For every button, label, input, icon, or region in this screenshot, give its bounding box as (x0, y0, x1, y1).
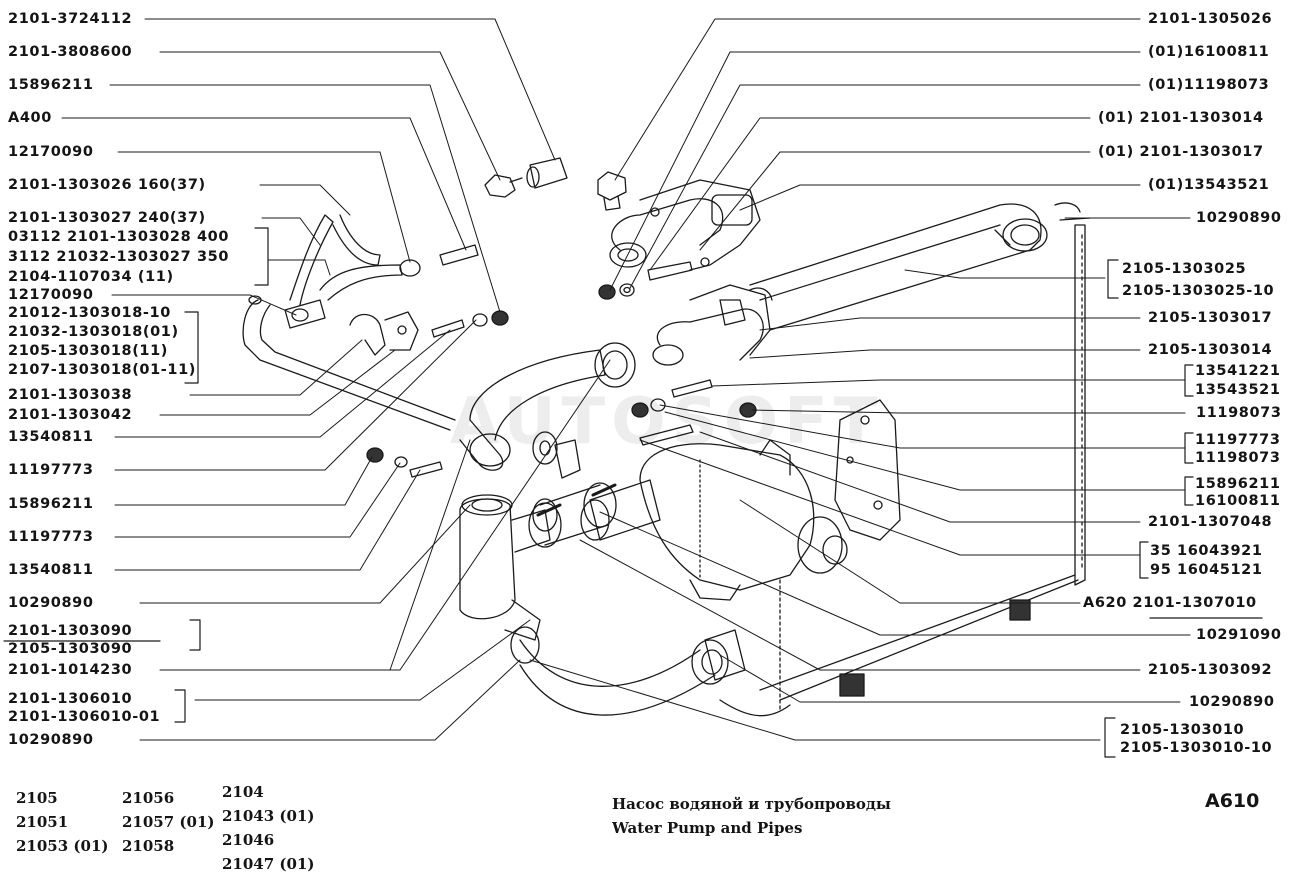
part-label-left: 2101-1303090 (8, 623, 133, 639)
caption-ru: Насос водяной и трубопроводы (612, 795, 891, 813)
part-label-right: 11198073 (1195, 450, 1281, 466)
bolt-upper (597, 171, 627, 211)
part-label-left: 2101-3724112 (8, 11, 133, 27)
part-label-left: 2101-1306010 (8, 691, 133, 707)
left-leader-lines (61, 18, 611, 741)
part-label-right: 2105-1303014 (1148, 342, 1273, 358)
part-label-left: 2105-1303018(11) (8, 343, 169, 359)
part-label-left: 2104-1107034 (11) (8, 269, 174, 285)
thermostat (459, 494, 558, 641)
caption-en: Water Pump and Pipes (612, 819, 803, 837)
model-col2-1: 21057 (01) (122, 813, 215, 831)
part-label-right: 95 16045121 (1150, 562, 1263, 578)
label-brackets (3, 227, 1263, 758)
part-label-right: 2101-1305026 (1148, 11, 1273, 27)
part-label-left: 13540811 (8, 429, 94, 445)
part-label-left: 21012-1303018-10 (8, 305, 171, 321)
part-label-left: 12170090 (8, 144, 94, 160)
part-label-right: 2101-1307048 (1148, 514, 1273, 530)
part-label-right: (01) 2101-1303017 (1098, 144, 1264, 160)
right-leader-lines (529, 18, 1191, 741)
pump-inlet-hoses (528, 482, 617, 548)
model-col3-0: 2104 (222, 783, 264, 801)
part-label-right: 13543521 (1195, 382, 1281, 398)
part-label-left: 15896211 (8, 77, 94, 93)
part-label-right: 2105-1303010 (1120, 722, 1245, 738)
part-label-right: 10290890 (1196, 210, 1282, 226)
part-label-right: 2105-1303092 (1148, 662, 1273, 678)
part-label-right: 2105-1303025-10 (1122, 283, 1275, 299)
part-label-left: 10290890 (8, 595, 94, 611)
part-label-right: 2105-1303025 (1122, 261, 1247, 277)
model-col1-2: 21053 (01) (16, 837, 109, 855)
model-col2-0: 21056 (122, 789, 175, 807)
studs (409, 244, 713, 478)
heater-tube (242, 295, 456, 431)
part-label-left: 2101-1014230 (8, 662, 133, 678)
part-label-right: (01)11198073 (1148, 77, 1270, 93)
model-col1-0: 2105 (16, 789, 58, 807)
part-label-right: 15896211 (1195, 476, 1281, 492)
page-code: A610 (1205, 790, 1260, 812)
part-label-right: 10291090 (1196, 627, 1282, 643)
part-label-left: 2107-1303018(01-11) (8, 362, 197, 378)
part-label-left: 2101-1303026 160(37) (8, 177, 206, 193)
engine-block-outline (759, 202, 1091, 711)
part-label-left: 03112 2101-1303028 400 (8, 229, 230, 245)
water-pump-body (580, 439, 848, 601)
lower-hose (510, 626, 791, 717)
model-col1-1: 21051 (16, 813, 69, 831)
part-label-right: 2105-1303017 (1148, 310, 1273, 326)
thermostat-housing-mid (652, 284, 773, 366)
part-label-left: 2101-1303027 240(37) (8, 210, 206, 226)
part-label-right: 13541221 (1195, 363, 1281, 379)
part-label-right: 11197773 (1195, 432, 1281, 448)
part-label-left: 12170090 (8, 287, 94, 303)
part-label-left: 2101-1303038 (8, 387, 133, 403)
part-label-right: 2105-1303010-10 (1120, 740, 1273, 756)
part-label-right: (01) 2101-1303014 (1098, 110, 1264, 126)
part-label-left: 15896211 (8, 496, 94, 512)
part-label-right: 10290890 (1189, 694, 1275, 710)
washers-upper-left (598, 283, 635, 300)
part-label-right: (01)16100811 (1148, 44, 1270, 60)
part-label-left: 11197773 (8, 462, 94, 478)
model-col3-3: 21047 (01) (222, 855, 315, 873)
part-label-right: 35 16043921 (1150, 543, 1263, 559)
watermark: AUTOSOFT (450, 385, 884, 459)
part-label-left: 3112 21032-1303027 350 (8, 249, 230, 265)
part-label-left: 21032-1303018(01) (8, 324, 179, 340)
part-label-left: 10290890 (8, 732, 94, 748)
part-label-left: A400 (8, 110, 52, 126)
part-label-right: (01)13543521 (1148, 177, 1270, 193)
upper-pipe (749, 203, 1048, 331)
part-label-left: 2105-1303090 (8, 641, 133, 657)
model-col3-2: 21046 (222, 831, 275, 849)
part-label-left: 11197773 (8, 529, 94, 545)
part-label-left: 2101-1303042 (8, 407, 133, 423)
small-hoses (284, 214, 421, 329)
model-col3-1: 21043 (01) (222, 807, 315, 825)
part-label-right: 16100811 (1195, 493, 1281, 509)
nuts-washers (366, 310, 757, 468)
part-label-right: 11198073 (1196, 405, 1282, 421)
thermostat-housing-upper (609, 179, 761, 281)
part-label-left: 13540811 (8, 562, 94, 578)
fittings-top (484, 157, 568, 198)
part-label-left: 2101-3808600 (8, 44, 133, 60)
model-col2-2: 21058 (122, 837, 175, 855)
bracket-elbow (349, 311, 419, 356)
elbow-pipe (459, 342, 636, 479)
part-label-left: 2101-1306010-01 (8, 709, 161, 725)
part-label-right: A620 2101-1307010 (1083, 595, 1257, 611)
